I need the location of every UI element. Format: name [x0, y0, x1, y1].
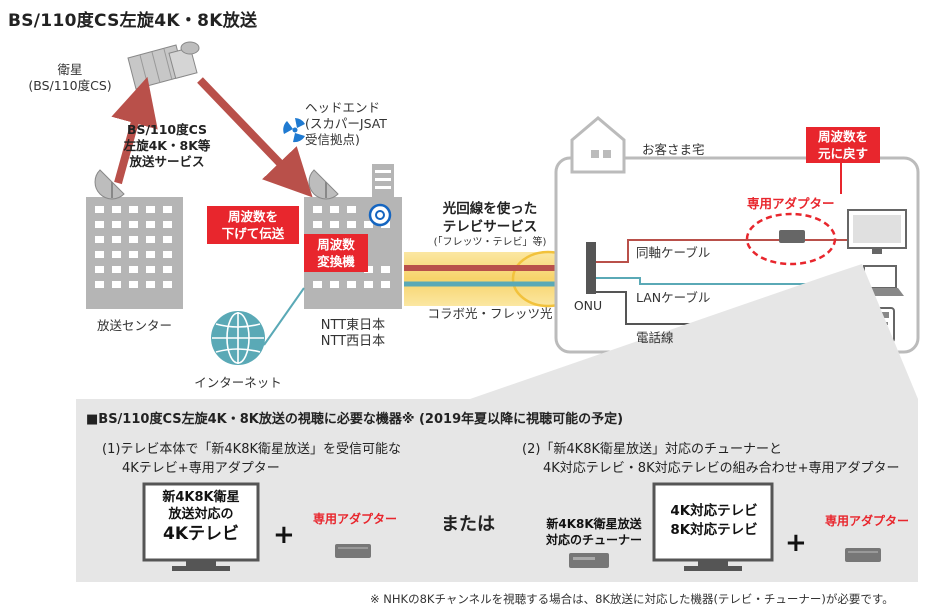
option1-tv-icon — [142, 482, 260, 571]
option2-line2: 4K対応テレビ・8K対応テレビの組み合わせ+専用アダプター — [543, 461, 900, 476]
page-title: BS/110度CS左旋4K・8K放送 — [8, 11, 258, 31]
internet-label: インターネット — [194, 375, 282, 390]
option2-tv-label: 4K対応テレビ 8K対応テレビ — [670, 503, 758, 538]
plus-icon-2: + — [785, 528, 807, 558]
lan-label: LANケーブル — [636, 290, 711, 305]
uplink-service-label: BS/110度CS 左旋4K・8K等 放送サービス — [123, 122, 211, 169]
satellite-icon — [127, 41, 200, 90]
option2-line1: (2)「新4K8K衛星放送」対応のチューナーと — [522, 442, 783, 457]
dish-antenna-icon — [94, 169, 125, 200]
lan-cable — [596, 277, 862, 285]
freq-down-badge: 周波数を 下げて伝送 — [207, 206, 299, 244]
tv-icon — [847, 209, 907, 254]
callout-pointer — [470, 264, 918, 399]
ntt-label: NTT東日本 NTT西日本 — [320, 318, 386, 349]
option1-line1: (1)テレビ本体で「新4K8K衛星放送」を受信可能な — [102, 442, 402, 457]
onu-device — [586, 242, 596, 294]
option2-tv-icon — [652, 482, 774, 571]
phone-line-label: 電話線 — [636, 330, 674, 345]
onu-label: ONU — [573, 298, 603, 313]
option1-line2: 4Kテレビ+専用アダプター — [122, 461, 280, 476]
dish-antenna-icon — [308, 169, 339, 200]
fiber-service-label: 光回線を使った テレビサービス (「フレッツ・テレビ」等) — [433, 201, 547, 248]
internet-globe-icon — [211, 287, 305, 365]
house-icon — [570, 116, 626, 174]
skyperfect-logo-icon — [283, 118, 305, 143]
option2-adapter-icon — [845, 548, 881, 562]
headend-label: ヘッドエンド (スカパーJSAT 受信拠点) — [305, 100, 387, 147]
converter-badge: 周波数 変換機 — [304, 234, 368, 272]
coax-label: 同軸ケーブル — [636, 245, 711, 260]
ntt-logo-icon — [368, 203, 392, 227]
option1-adapter-label: 専用アダプター — [313, 512, 398, 526]
requirements-title: ■BS/110度CS左旋4K・8K放送の視聴に必要な機器※ (2019年夏以降に… — [86, 412, 624, 427]
downlink-arrow — [197, 77, 313, 198]
adapter-label: 専用アダプター — [747, 196, 835, 211]
adapter-device-icon — [779, 230, 805, 243]
coax-cable — [596, 239, 878, 263]
option1-tv-label: 新4K8K衛星 放送対応の 4Kテレビ — [162, 490, 240, 544]
collabo-label: コラボ光・フレッツ光 — [427, 306, 553, 321]
home-label: お客さま宅 — [642, 142, 705, 157]
or-label: または — [441, 514, 495, 535]
option1-adapter-icon — [335, 544, 371, 558]
adapter-highlight — [745, 212, 837, 266]
footnote: ※ NHKの8Kチャンネルを視聴する場合は、8K放送に対応した機器(テレビ・チュ… — [370, 592, 894, 606]
broadcast-center-building — [86, 197, 183, 309]
broadcast-center-label: 放送センター — [96, 318, 172, 333]
uplink-arrow — [111, 76, 158, 185]
option2-adapter-label: 専用アダプター — [825, 514, 910, 528]
satellite-label: 衛星 (BS/110度CS) — [28, 62, 112, 93]
option2-tuner-label: 新4K8K衛星放送 対応のチューナー — [545, 517, 642, 547]
tuner-device-icon — [569, 553, 609, 568]
restore-badge: 周波数を 元に戻す — [806, 127, 880, 163]
plus-icon: + — [273, 520, 295, 550]
